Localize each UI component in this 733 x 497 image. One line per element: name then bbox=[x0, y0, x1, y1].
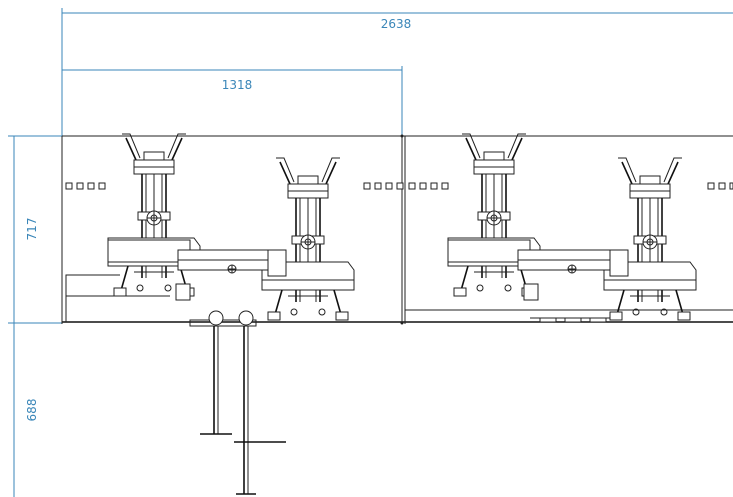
frame-panels bbox=[61, 134, 733, 325]
machine-right-a bbox=[447, 133, 541, 297]
dim-label-total-width: 2638 bbox=[381, 17, 412, 31]
dimension-lower-height: 688 bbox=[13, 323, 39, 497]
dim-label-upper-height: 717 bbox=[25, 218, 39, 241]
machine-right-b bbox=[603, 157, 697, 321]
connector-left bbox=[175, 249, 287, 301]
dim-label-lower-height: 688 bbox=[25, 399, 39, 422]
machine-left-a bbox=[107, 133, 201, 297]
panel-markers bbox=[65, 182, 733, 190]
dimension-upper-height: 717 bbox=[8, 135, 62, 324]
dimension-total-width: 2638 bbox=[61, 8, 733, 136]
floor-stands bbox=[189, 310, 286, 495]
connector-right bbox=[517, 249, 629, 301]
dim-label-half-width: 1318 bbox=[222, 78, 253, 92]
dimension-half-width: 1318 bbox=[62, 66, 403, 136]
machine-left-b bbox=[261, 157, 355, 321]
